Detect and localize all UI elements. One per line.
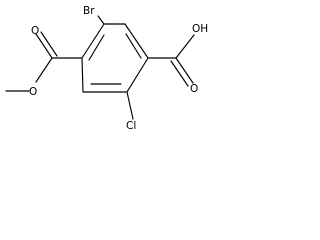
hydroxyl-label: OH xyxy=(192,23,208,35)
ring-double-bond-inner-left xyxy=(88,34,105,61)
ring-bond-left xyxy=(81,57,84,93)
ester-ether-oxygen-label: O xyxy=(29,86,37,98)
chlorine-bond xyxy=(126,91,134,120)
acid-oh-bond xyxy=(175,34,195,59)
chemical-structure-drawing: Br O O OH O Cl xyxy=(5,5,208,132)
ring-bond-top-right xyxy=(124,23,149,59)
ester-carbonyl-bond-a xyxy=(35,33,53,59)
acid-carbonyl-oxygen-label: O xyxy=(190,83,198,95)
ring-double-bond-inner-right xyxy=(125,33,142,59)
structure-canvas: Br O O OH O Cl xyxy=(0,0,226,155)
ester-carbonyl-oxygen-label: O xyxy=(31,25,39,37)
acid-carbonyl-bond-a xyxy=(175,57,194,84)
ring-bond-top-left xyxy=(81,23,105,59)
ring-bond-right xyxy=(126,57,149,93)
acid-carbonyl-bond-b xyxy=(170,60,189,87)
bromine-bond xyxy=(97,15,105,25)
ester-single-bond-to-oxygen xyxy=(35,57,53,83)
bromine-label: Br xyxy=(83,5,95,17)
ester-carbonyl-bond-b xyxy=(40,31,58,57)
chlorine-label: Cl xyxy=(126,120,136,132)
